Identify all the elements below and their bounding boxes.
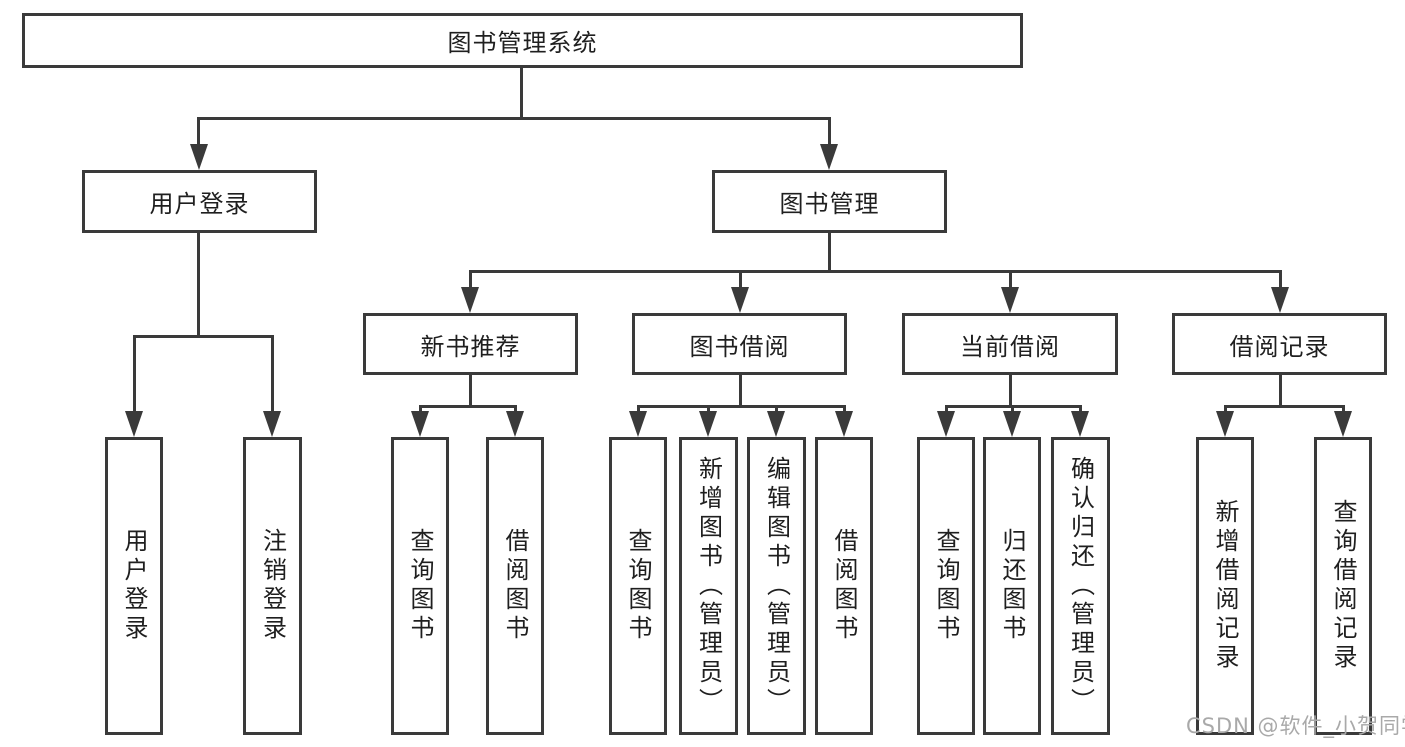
connector-line (271, 335, 274, 417)
connector-line (419, 405, 517, 408)
connector-line (520, 68, 523, 118)
leaf-query-books-recommend: 查询图书 (391, 437, 449, 735)
arrow-down-icon (506, 411, 524, 437)
leaf-user-login: 用户登录 (105, 437, 163, 735)
leaf-logout: 注销登录 (243, 437, 302, 735)
csdn-watermark: CSDN @软件_小贺同学 (1186, 714, 1405, 738)
arrow-down-icon (835, 411, 853, 437)
connector-line (739, 375, 742, 406)
arrow-down-icon (937, 411, 955, 437)
arrow-down-icon (1001, 287, 1019, 313)
leaf-add-borrow-record: 新增借阅记录 (1196, 437, 1254, 735)
leaf-query-books-current: 查询图书 (917, 437, 975, 735)
leaf-add-book-admin: 新增图书（管理员） (679, 437, 738, 735)
arrow-down-icon (190, 144, 208, 170)
connector-line (198, 117, 831, 120)
arrow-down-icon (820, 144, 838, 170)
leaf-borrow-books-recommend: 借阅图书 (486, 437, 544, 735)
node-book-management: 图书管理 (712, 170, 947, 233)
node-borrowing-records: 借阅记录 (1172, 313, 1387, 375)
leaf-borrow-books-borrowing: 借阅图书 (815, 437, 873, 735)
arrow-down-icon (125, 411, 143, 437)
leaf-return-books: 归还图书 (983, 437, 1041, 735)
arrow-down-icon (699, 411, 717, 437)
connector-line (469, 270, 472, 293)
node-new-book-recommend: 新书推荐 (363, 313, 578, 375)
arrow-down-icon (1071, 411, 1089, 437)
connector-line (133, 335, 274, 338)
connector-line (469, 375, 472, 406)
leaf-query-borrow-record: 查询借阅记录 (1314, 437, 1372, 735)
node-user-login: 用户登录 (82, 170, 317, 233)
connector-line (469, 270, 1282, 273)
connector-line (197, 117, 200, 150)
connector-line (1279, 270, 1282, 293)
connector-line (945, 405, 1082, 408)
node-book-management-system: 图书管理系统 (22, 13, 1023, 68)
connector-line (1009, 270, 1012, 293)
arrow-down-icon (263, 411, 281, 437)
connector-line (1279, 375, 1282, 406)
connector-line (828, 233, 831, 272)
arrow-down-icon (731, 287, 749, 313)
arrow-down-icon (629, 411, 647, 437)
leaf-confirm-return-admin: 确认归还（管理员） (1051, 437, 1110, 735)
arrow-down-icon (461, 287, 479, 313)
connector-line (133, 335, 136, 417)
connector-line (1009, 375, 1012, 406)
connector-line (1224, 405, 1345, 408)
arrow-down-icon (411, 411, 429, 437)
arrow-down-icon (1216, 411, 1234, 437)
arrow-down-icon (1003, 411, 1021, 437)
node-current-borrowing: 当前借阅 (902, 313, 1118, 375)
node-book-borrowing: 图书借阅 (632, 313, 847, 375)
connector-line (739, 270, 742, 293)
arrow-down-icon (767, 411, 785, 437)
connector-line (637, 405, 846, 408)
connector-line (828, 117, 831, 150)
leaf-query-books-borrowing: 查询图书 (609, 437, 667, 735)
leaf-edit-book-admin: 编辑图书（管理员） (747, 437, 806, 735)
arrow-down-icon (1271, 287, 1289, 313)
connector-line (197, 233, 200, 337)
arrow-down-icon (1334, 411, 1352, 437)
